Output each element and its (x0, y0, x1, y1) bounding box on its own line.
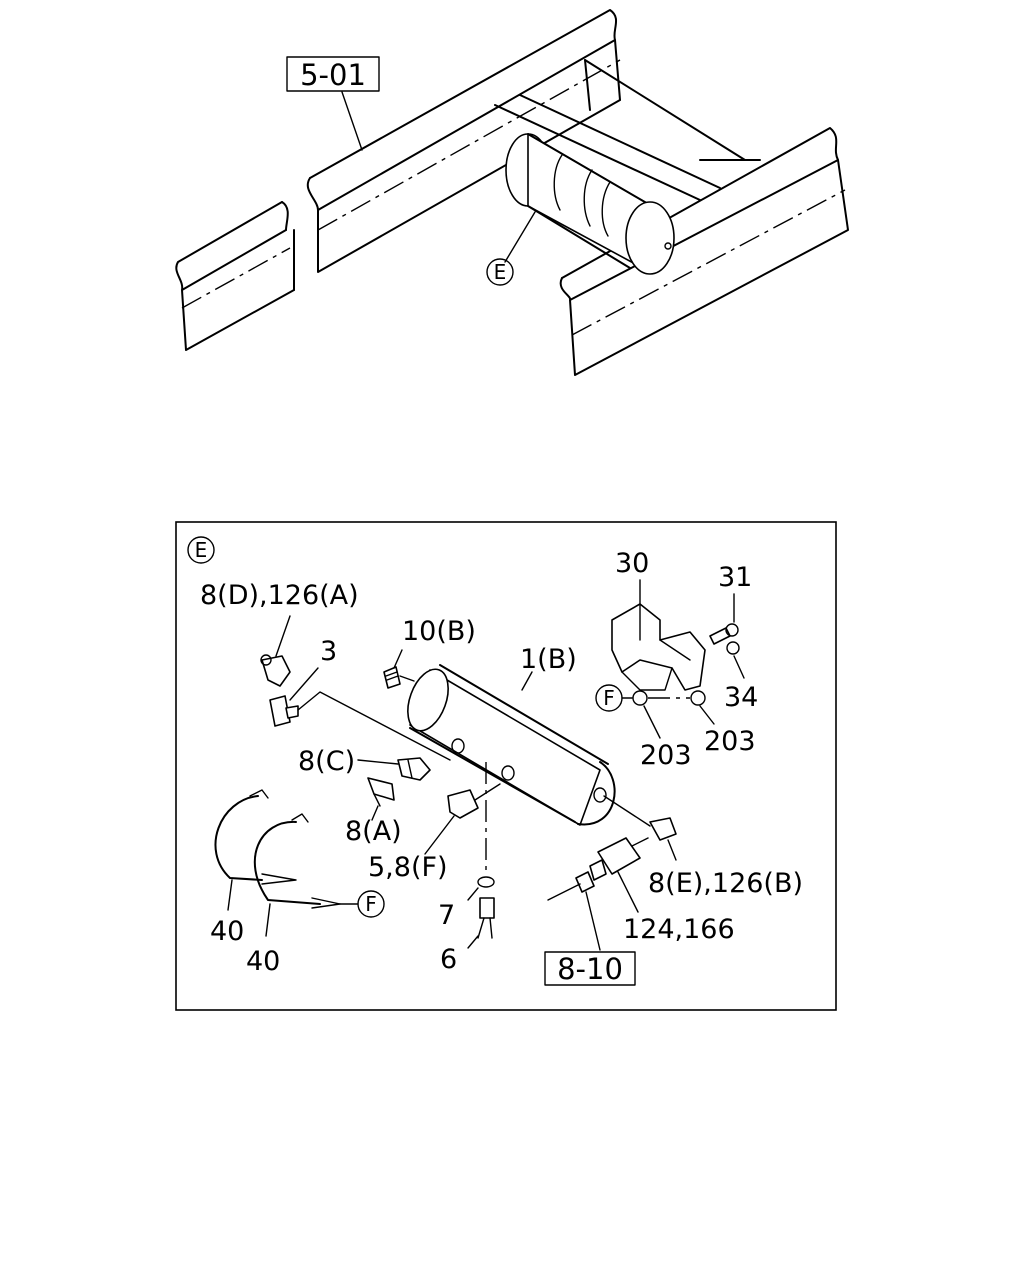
label-34: 34 (724, 682, 758, 713)
elbow-8d (260, 654, 291, 687)
label-8a: 8(A) (345, 816, 402, 847)
label-1b: 1(B) (520, 644, 577, 675)
harness-connector (547, 871, 595, 901)
label-124-166: 124,166 (623, 914, 735, 945)
svg-text:E: E (494, 260, 507, 284)
svg-text:8-10: 8-10 (557, 952, 623, 986)
label-203-a: 203 (640, 740, 692, 771)
chassis-overview: E 5-01 (175, 9, 849, 376)
hose-40-a (214, 789, 297, 885)
fitting-8e (649, 817, 677, 841)
ref-box-5-01[interactable]: 5-01 (286, 56, 380, 92)
label-8c: 8(C) (298, 746, 355, 777)
detail-marker-e-overview[interactable]: E (486, 258, 514, 286)
pressure-switch-124 (589, 837, 649, 881)
fitting-5-8f (447, 783, 501, 819)
upper-side-rail (306, 9, 621, 273)
nut-203-right (690, 690, 706, 706)
label-30: 30 (615, 548, 649, 579)
detail-frame (175, 521, 837, 1011)
tee-3 (269, 695, 299, 727)
nut-203-left (632, 690, 648, 706)
ref-box-8-10[interactable]: 8-10 (544, 951, 636, 986)
detail-marker-e: E (187, 536, 215, 564)
plug-10b (383, 666, 415, 689)
air-tank-1b (407, 664, 616, 826)
svg-text:F: F (365, 892, 377, 916)
bracket-30 (611, 603, 706, 691)
svg-text:E: E (195, 538, 208, 562)
label-40-b: 40 (246, 946, 280, 977)
bolt-31 (709, 623, 739, 645)
washer-7 (477, 876, 495, 888)
label-8e-126b: 8(E),126(B) (648, 868, 803, 899)
label-6: 6 (440, 944, 457, 975)
flag-marker-f-bottom: F (357, 890, 385, 918)
label-5-8f: 5,8(F) (368, 852, 448, 883)
svg-text:F: F (603, 686, 615, 710)
label-31: 31 (718, 562, 752, 593)
nut-34 (726, 641, 740, 655)
drain-cock-6 (477, 897, 495, 939)
label-203-b: 203 (704, 726, 756, 757)
label-3: 3 (320, 636, 337, 667)
hose-40-b (253, 813, 341, 909)
left-rail-stub (175, 201, 295, 351)
air-tank-overview (505, 133, 675, 275)
label-40-a: 40 (210, 916, 244, 947)
svg-text:5-01: 5-01 (300, 58, 366, 92)
flag-marker-f-top: F (595, 684, 623, 712)
lower-side-rail (559, 127, 849, 376)
label-7: 7 (438, 900, 455, 931)
cross-member (494, 59, 761, 201)
fitting-8a (367, 777, 395, 807)
label-10b: 10(B) (402, 616, 476, 647)
label-8d-126a: 8(D),126(A) (200, 580, 359, 611)
fitting-8c (397, 757, 431, 781)
